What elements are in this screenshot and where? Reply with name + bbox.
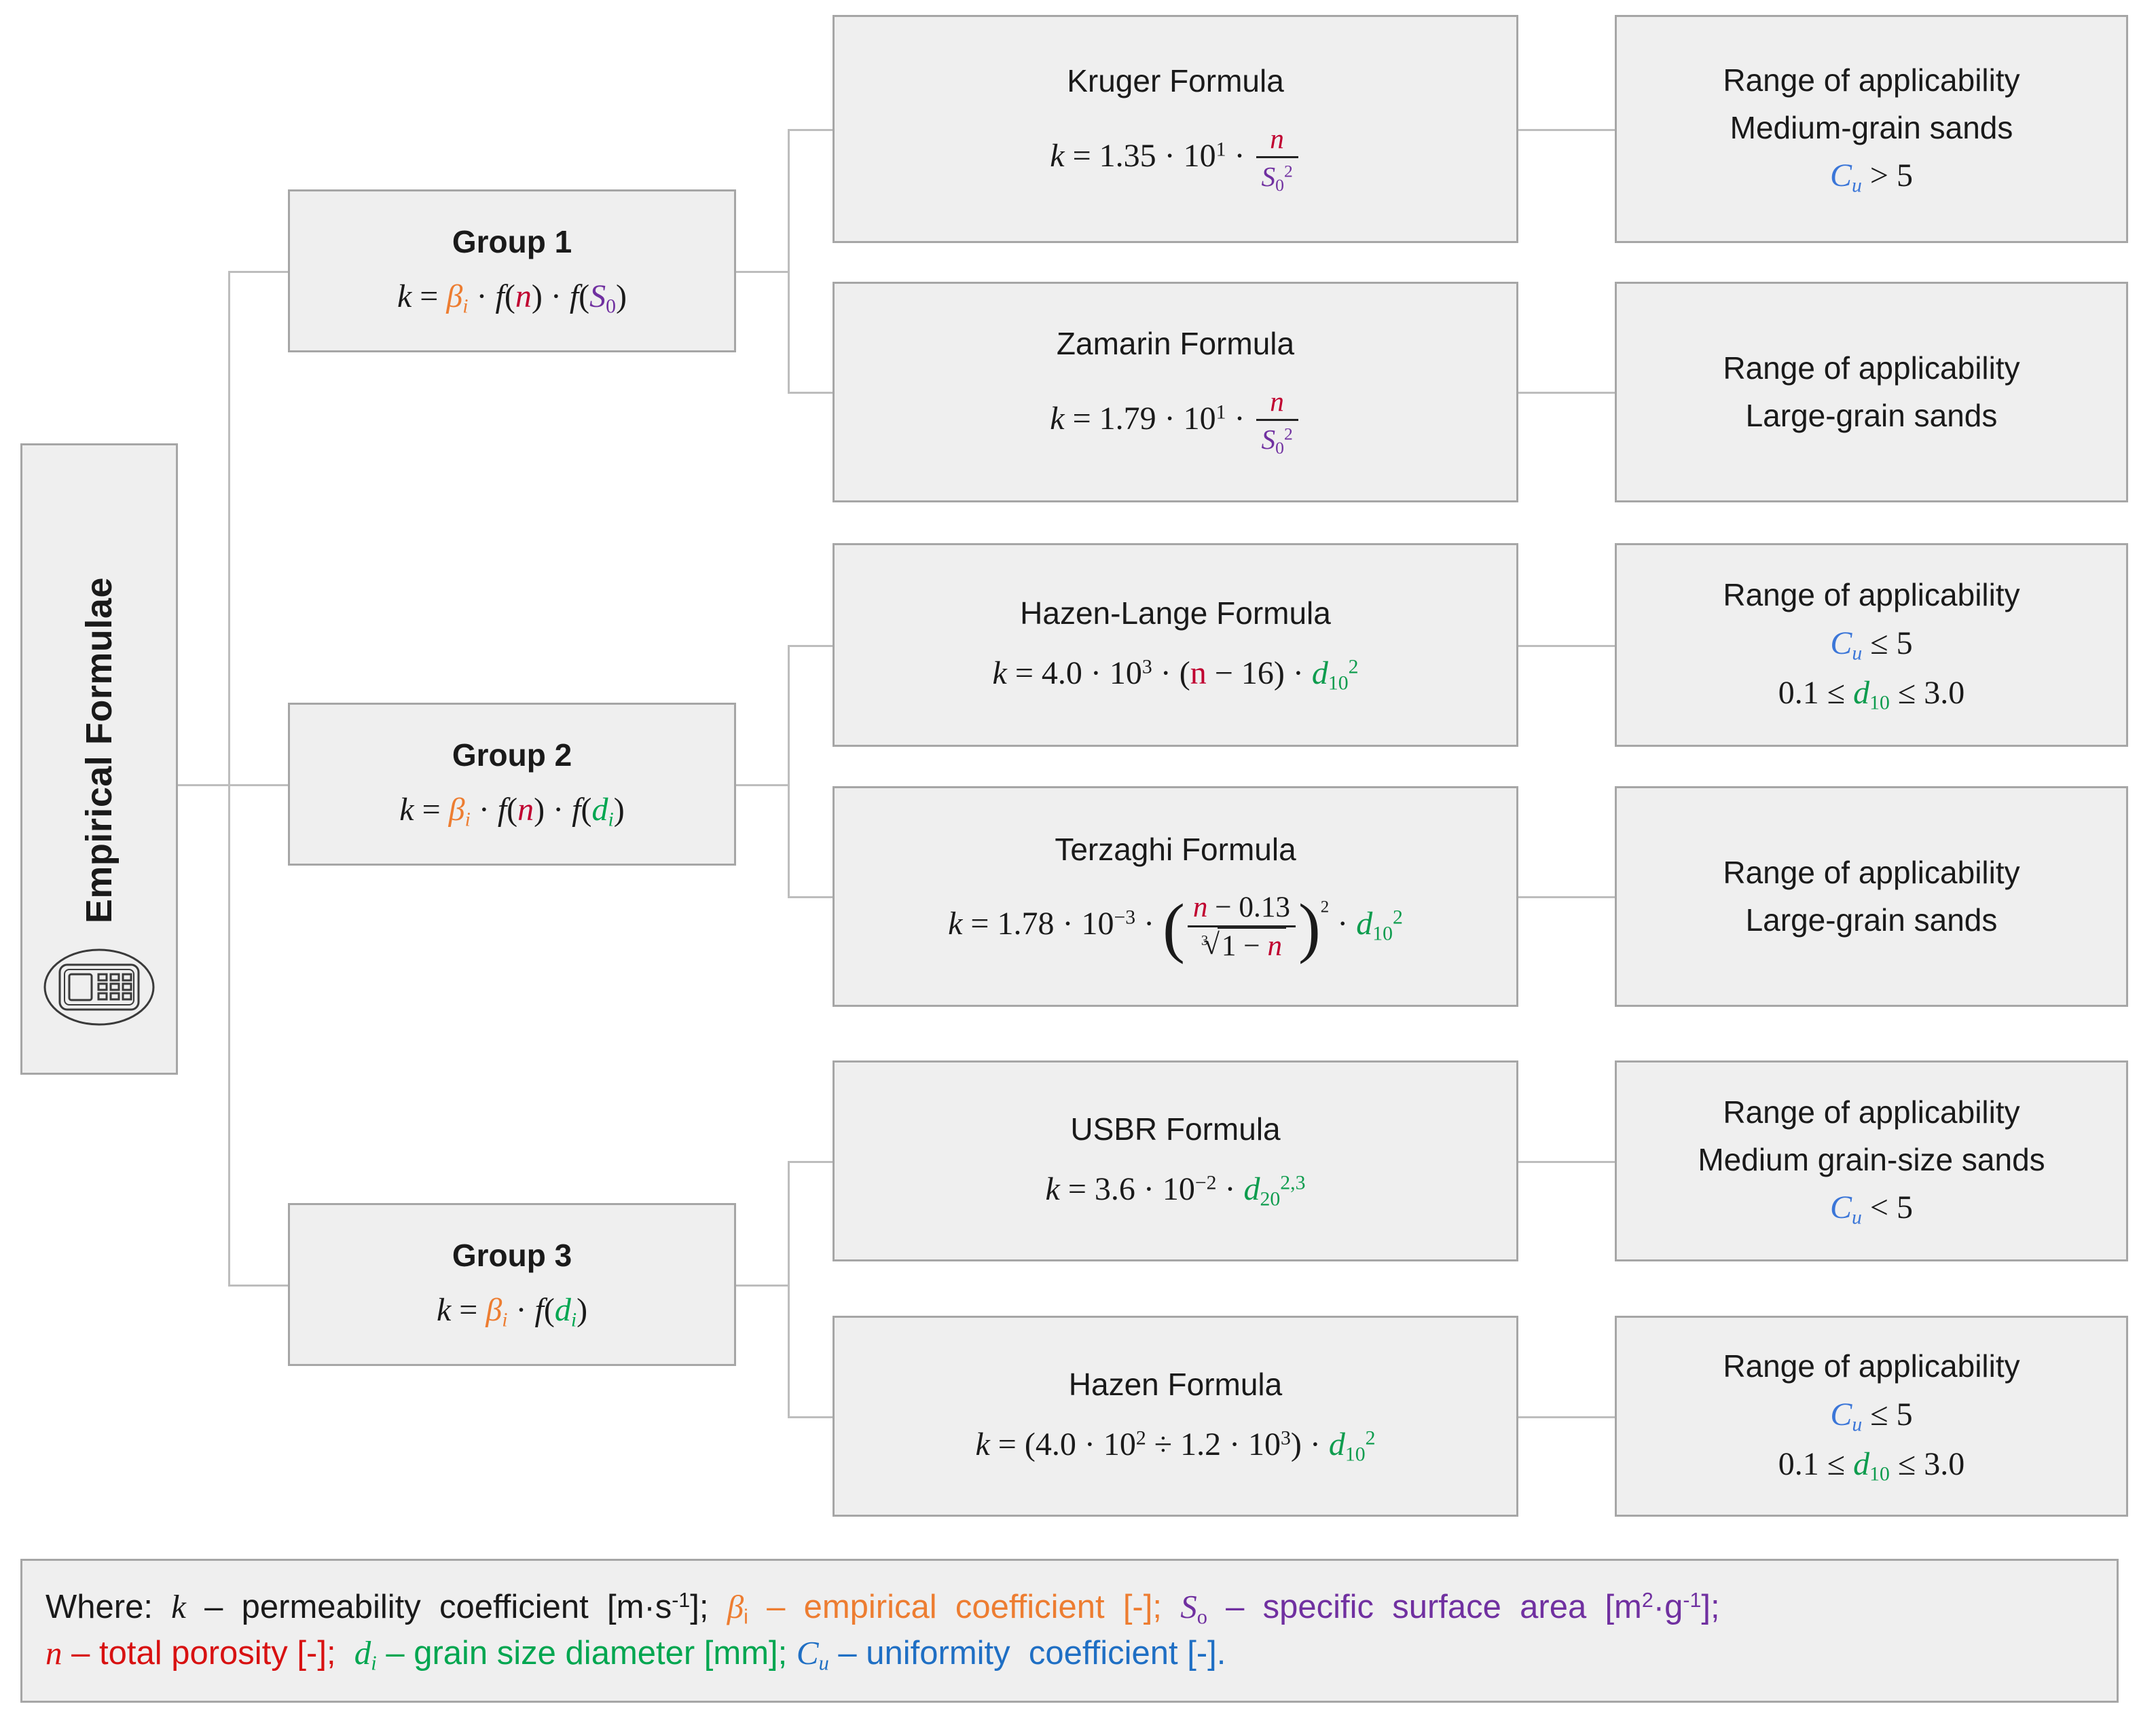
connector-hazenlange-range [1518, 645, 1615, 647]
connector-group3-hazen [788, 1416, 834, 1418]
range-node-hazen-lange[interactable]: Range of applicability Cu ≤ 5 0.1 ≤ d10 … [1615, 543, 2128, 747]
group-1-title: Group 1 [452, 224, 572, 260]
formula-usbr-title: USBR Formula [1070, 1111, 1281, 1147]
range-hazen-lange-line2: Cu ≤ 5 [1830, 625, 1913, 665]
connector-usbr-range [1518, 1161, 1615, 1163]
connector-zamarin-range [1518, 392, 1615, 394]
formula-node-usbr[interactable]: USBR Formula k = 3.6 · 10−2 · d202,3 [833, 1060, 1518, 1261]
formula-kruger-title: Kruger Formula [1067, 62, 1284, 98]
connector-group3-usbr [788, 1161, 834, 1163]
connector-group3-split [788, 1161, 790, 1416]
range-node-zamarin[interactable]: Range of applicability Large-grain sands [1615, 282, 2128, 502]
range-kruger-line3: Cu > 5 [1830, 158, 1913, 197]
range-hazen-lange-line3: 0.1 ≤ d10 ≤ 3.0 [1778, 674, 1965, 714]
range-hazen-line3: 0.1 ≤ d10 ≤ 3.0 [1778, 1445, 1965, 1485]
connector-group2-terzaghi [788, 896, 834, 898]
range-terzaghi-line2: Large-grain sands [1745, 902, 1998, 938]
connector-kruger-range [1518, 129, 1615, 131]
formula-node-hazen-lange[interactable]: Hazen-Lange Formula k = 4.0 · 103 · (n −… [833, 543, 1518, 747]
connector-group1-split [788, 129, 790, 394]
formula-hazen-equation: k = (4.0 · 102 ÷ 1.2 · 103) · d102 [975, 1426, 1376, 1466]
calculator-icon [42, 947, 156, 1031]
group-node-1[interactable]: Group 1 k = βi · f(n) · f(S0) [288, 189, 736, 352]
range-node-usbr[interactable]: Range of applicability Medium grain-size… [1615, 1060, 2128, 1261]
root-node-empirical-formulae[interactable]: Empirical Formulae [20, 443, 178, 1075]
group-node-3[interactable]: Group 3 k = βi · f(di) [288, 1203, 736, 1366]
range-hazen-heading: Range of applicability [1723, 1348, 2020, 1384]
range-usbr-heading: Range of applicability [1723, 1094, 2020, 1130]
range-zamarin-line2: Large-grain sands [1745, 397, 1998, 433]
legend-box: Where: k – permeability coefficient [m·s… [20, 1559, 2119, 1703]
range-hazen-line2: Cu ≤ 5 [1830, 1397, 1913, 1436]
connector-trunk-group3 [228, 1285, 289, 1287]
group-node-2[interactable]: Group 2 k = βi · f(n) · f(di) [288, 703, 736, 866]
connector-hazen-range [1518, 1416, 1615, 1418]
formula-hazen-lange-title: Hazen-Lange Formula [1020, 595, 1331, 631]
formula-zamarin-title: Zamarin Formula [1056, 326, 1295, 362]
formula-hazen-title: Hazen Formula [1068, 1367, 1283, 1403]
connector-group1-kruger [788, 129, 834, 131]
formula-node-hazen[interactable]: Hazen Formula k = (4.0 · 102 ÷ 1.2 · 103… [833, 1316, 1518, 1517]
connector-trunk-group2 [228, 784, 289, 786]
group-2-title: Group 2 [452, 737, 572, 773]
connector-terzaghi-range [1518, 896, 1615, 898]
formula-node-terzaghi[interactable]: Terzaghi Formula k = 1.78 · 10−3 · ( n −… [833, 786, 1518, 1007]
group-2-formula: k = βi · f(n) · f(di) [399, 792, 625, 831]
connector-group2-split [788, 645, 790, 896]
range-usbr-line2: Medium grain-size sands [1698, 1141, 2045, 1177]
formula-terzaghi-equation: k = 1.78 · 10−3 · ( n − 0.13 3√1 − n )2 … [948, 890, 1403, 965]
group-1-formula: k = βi · f(n) · f(S0) [397, 278, 627, 318]
connector-root-trunk [178, 784, 228, 786]
group-3-formula: k = βi · f(di) [436, 1292, 588, 1331]
connector-group2-hazenlange [788, 645, 834, 647]
range-node-terzaghi[interactable]: Range of applicability Large-grain sands [1615, 786, 2128, 1007]
legend-line-1: Where: k – permeability coefficient [m·s… [45, 1587, 1720, 1629]
range-kruger-line2: Medium-grain sands [1730, 109, 2013, 145]
group-3-title: Group 3 [452, 1238, 572, 1274]
range-zamarin-heading: Range of applicability [1723, 350, 2020, 386]
range-terzaghi-heading: Range of applicability [1723, 854, 2020, 890]
connector-group1-zamarin [788, 392, 834, 394]
range-hazen-lange-heading: Range of applicability [1723, 577, 2020, 613]
range-kruger-heading: Range of applicability [1723, 62, 2020, 98]
range-node-kruger[interactable]: Range of applicability Medium-grain sand… [1615, 15, 2128, 243]
range-node-hazen[interactable]: Range of applicability Cu ≤ 5 0.1 ≤ d10 … [1615, 1316, 2128, 1517]
legend-line-2: n – total porosity [-]; di – grain size … [45, 1634, 1226, 1675]
connector-group3-stub [736, 1285, 789, 1287]
connector-trunk-vertical [228, 271, 230, 1285]
formula-usbr-equation: k = 3.6 · 10−2 · d202,3 [1045, 1171, 1306, 1211]
formula-terzaghi-title: Terzaghi Formula [1055, 831, 1296, 867]
connector-group1-stub [736, 271, 789, 273]
range-usbr-line3: Cu < 5 [1830, 1189, 1913, 1229]
connector-trunk-group1 [228, 271, 289, 273]
root-node-label: Empirical Formulae [79, 576, 120, 924]
connector-group2-stub [736, 784, 789, 786]
formula-hazen-lange-equation: k = 4.0 · 103 · (n − 16) · d102 [992, 655, 1359, 695]
